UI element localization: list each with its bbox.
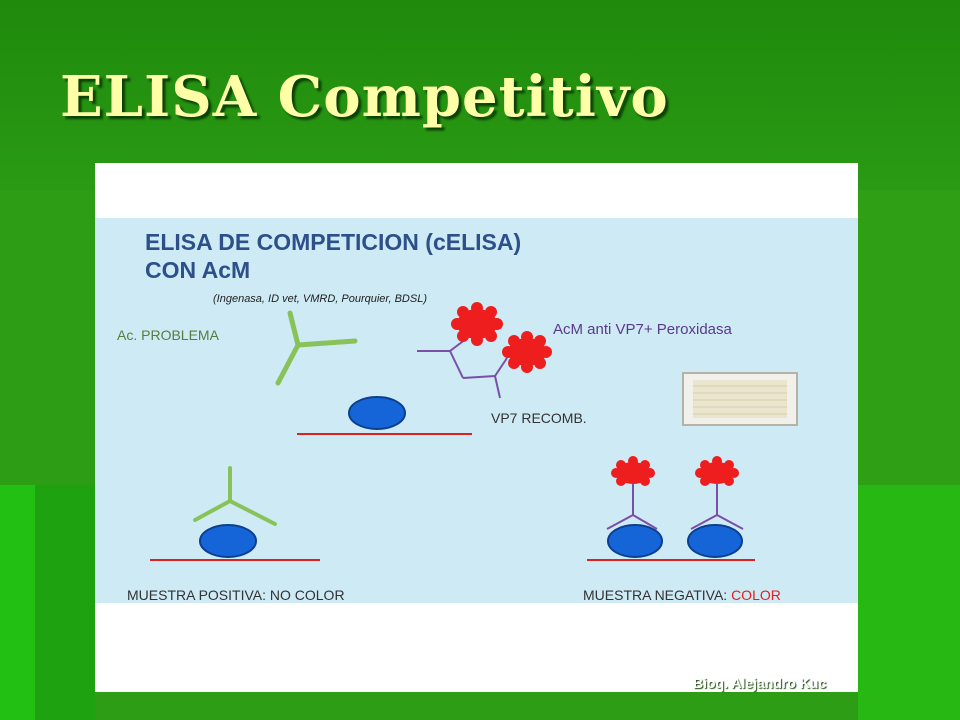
negative-conjugate-icon <box>606 456 663 558</box>
label-negative-prefix: MUESTRA NEGATIVA: <box>583 587 732 603</box>
diagram-heading: ELISA DE COMPETICION (cELISA) CON AcM <box>145 228 521 284</box>
author-credit: Bioq. Alejandro Kuc <box>693 675 827 691</box>
diagram-heading-line2: CON AcM <box>145 257 251 283</box>
label-negative-color: COLOR <box>731 587 781 603</box>
microplate-photo <box>682 372 798 426</box>
label-acm: AcM anti VP7+ Peroxidasa <box>553 321 732 338</box>
background-block <box>35 485 95 720</box>
label-positive: MUESTRA POSITIVA: NO COLOR <box>127 587 345 603</box>
negative-conjugate-icon <box>687 456 744 558</box>
label-negative: MUESTRA NEGATIVA: COLOR <box>583 587 781 603</box>
acm-conjugate-icon <box>417 335 508 399</box>
peroxidase-icon <box>451 302 503 346</box>
antigen-icon <box>348 396 406 430</box>
background-block <box>858 485 960 720</box>
antigen-icon <box>199 524 257 558</box>
slide-title: ELISA Competitivo <box>60 64 669 130</box>
diagram-heading-line1: ELISA DE COMPETICION (cELISA) <box>145 229 522 255</box>
background-top <box>0 0 960 190</box>
vendors-note: (Ingenasa, ID vet, VMRD, Pourquier, BDSL… <box>213 293 427 305</box>
positive-antibody-icon <box>193 466 277 526</box>
antibody-problem-icon <box>275 310 358 386</box>
label-vp7: VP7 RECOMB. <box>491 410 587 426</box>
diagram-graphics <box>150 302 798 561</box>
label-ac-problema: Ac. PROBLEMA <box>117 327 219 343</box>
background-block <box>858 190 960 490</box>
background-block <box>0 485 40 720</box>
diagram-panel: ELISA DE COMPETICION (cELISA) CON AcM (I… <box>95 218 858 603</box>
diagram-image: ELISA DE COMPETICION (cELISA) CON AcM (I… <box>95 163 858 692</box>
peroxidase-icon <box>502 331 552 373</box>
